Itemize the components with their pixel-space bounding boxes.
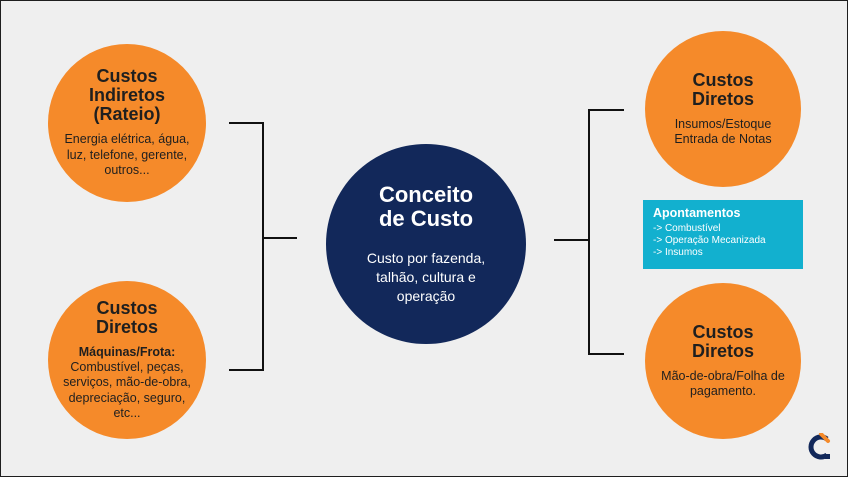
indirect-costs-body: Energia elétrica, água, luz, telefone, g… xyxy=(64,132,190,178)
center-concept-title: Conceito de Custo xyxy=(378,181,474,231)
direct-costs-labor-title: Custos Diretos xyxy=(691,321,754,361)
apontamentos-box: Apontamentos -> Combustível -> Operação … xyxy=(643,200,803,269)
right-bracket xyxy=(588,109,624,355)
apontamentos-item: -> Combustível xyxy=(653,223,721,234)
direct-costs-labor-body: Mão-de-obra/Folha de pagamento. xyxy=(661,368,785,399)
direct-costs-labor-circle: Custos Diretos Mão-de-obra/Folha de paga… xyxy=(645,283,801,439)
center-concept-circle: Conceito de Custo Custo por fazenda, tal… xyxy=(326,144,526,344)
apontamentos-item: -> Operação Mecanizada xyxy=(653,235,766,246)
c-brand-logo-icon xyxy=(807,432,833,461)
indirect-costs-title: Custos Indiretos (Rateio) xyxy=(88,66,165,125)
direct-costs-machines-title: Custos Diretos xyxy=(95,297,158,337)
direct-costs-machines-circle: Custos Diretos Máquinas/Frota: Combustív… xyxy=(48,281,206,439)
indirect-costs-circle: Custos Indiretos (Rateio) Energia elétri… xyxy=(48,44,206,202)
left-bracket xyxy=(229,122,264,371)
apontamentos-title: Apontamentos xyxy=(653,206,741,220)
direct-costs-inputs-body: Insumos/Estoque Entrada de Notas xyxy=(674,116,772,147)
center-concept-body: Custo por fazenda, talhão, cultura e ope… xyxy=(366,249,486,304)
direct-costs-inputs-circle: Custos Diretos Insumos/Estoque Entrada d… xyxy=(645,31,801,187)
direct-costs-machines-body: Combustível, peças, serviços, mão-de-obr… xyxy=(63,359,191,421)
direct-costs-inputs-title: Custos Diretos xyxy=(691,69,754,109)
apontamentos-list: -> Combustível -> Operação Mecanizada ->… xyxy=(653,223,793,259)
direct-costs-machines-subtitle: Máquinas/Frota: xyxy=(78,344,176,359)
apontamentos-item: -> Insumos xyxy=(653,247,703,258)
